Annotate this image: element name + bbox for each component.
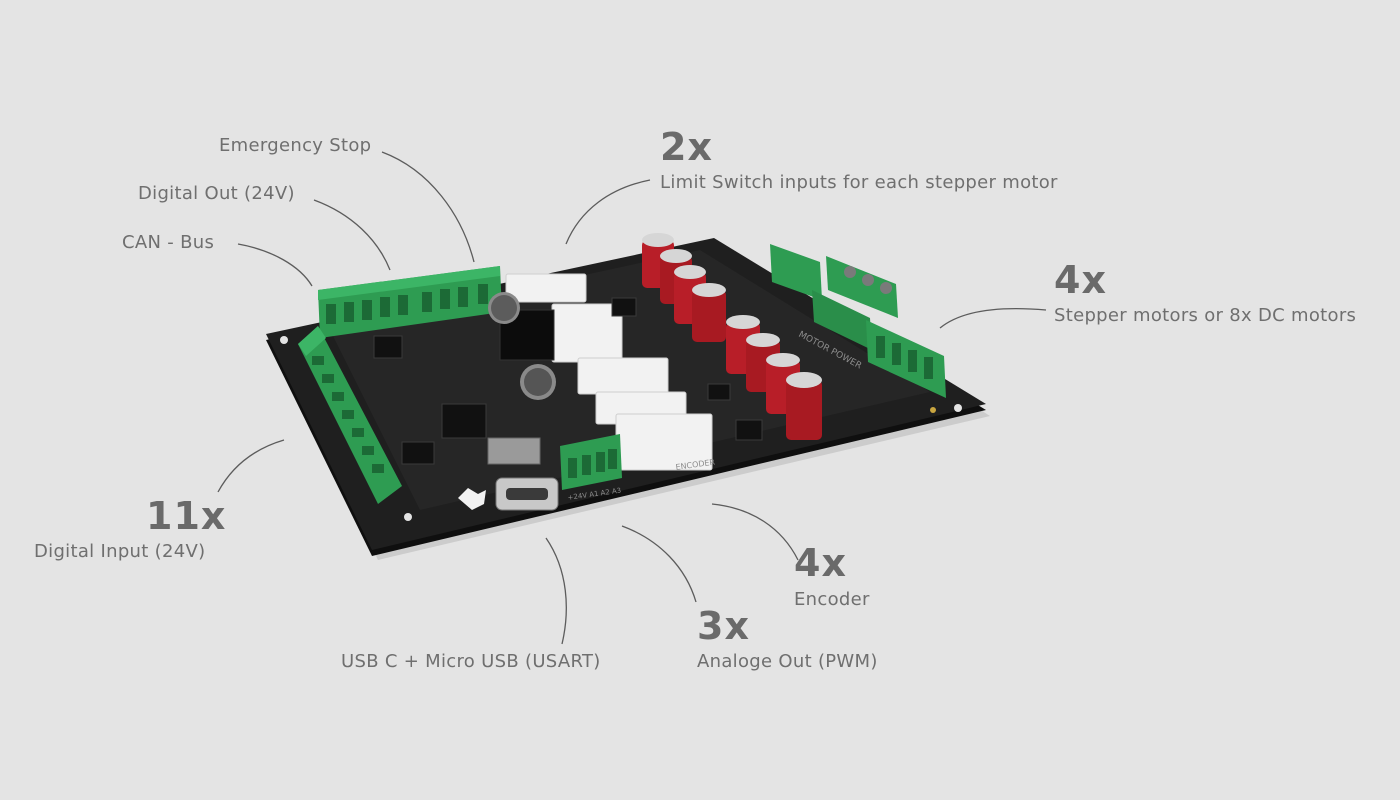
- usb-c-port: [495, 477, 559, 511]
- chips: [373, 297, 763, 465]
- mounting-hole: [954, 404, 962, 412]
- white-connectors: [505, 273, 713, 471]
- analog-out-terminal: [560, 434, 622, 490]
- leader-limit-switch: [565, 179, 651, 245]
- red-capacitors: [642, 233, 822, 440]
- digital-input-count: 11x: [146, 494, 227, 538]
- leader-lines: [217, 151, 1047, 645]
- digital-input-label: Digital Input (24V): [34, 541, 206, 562]
- leader-analog-out: [621, 525, 697, 603]
- sd-slot: [487, 437, 541, 465]
- small-capacitors: [488, 292, 556, 400]
- mounting-hole: [280, 336, 288, 344]
- mounting-hole: [930, 407, 936, 413]
- analog-out-label: Analoge Out (PWM): [697, 651, 878, 672]
- analog-out-count: 3x: [697, 604, 750, 648]
- leader-digital-out: [313, 199, 391, 271]
- top-terminal-block: [318, 266, 502, 338]
- stepper-count: 4x: [1054, 258, 1107, 302]
- encoder-label: Encoder: [794, 589, 870, 610]
- digital-out-label: Digital Out (24V): [138, 183, 295, 204]
- board-logo: [458, 488, 486, 510]
- leader-digital-input: [217, 439, 285, 493]
- leader-stepper: [939, 307, 1047, 329]
- left-terminal-block: [298, 326, 402, 504]
- leader-can-bus: [237, 243, 313, 287]
- emergency-stop-label: Emergency Stop: [219, 135, 372, 156]
- encoder-count: 4x: [794, 541, 847, 585]
- limit-switch-count: 2x: [660, 125, 713, 169]
- stepper-terminal-blocks: [770, 244, 946, 398]
- leader-emergency-stop: [381, 151, 475, 263]
- limit-switch-label: Limit Switch inputs for each stepper mot…: [660, 172, 1058, 193]
- mounting-hole: [404, 513, 412, 521]
- usb-label: USB C + Micro USB (USART): [341, 651, 601, 672]
- leader-usb: [545, 537, 567, 645]
- stepper-label: Stepper motors or 8x DC motors: [1054, 305, 1357, 326]
- can-bus-label: CAN - Bus: [122, 232, 215, 253]
- leader-encoder: [711, 503, 799, 561]
